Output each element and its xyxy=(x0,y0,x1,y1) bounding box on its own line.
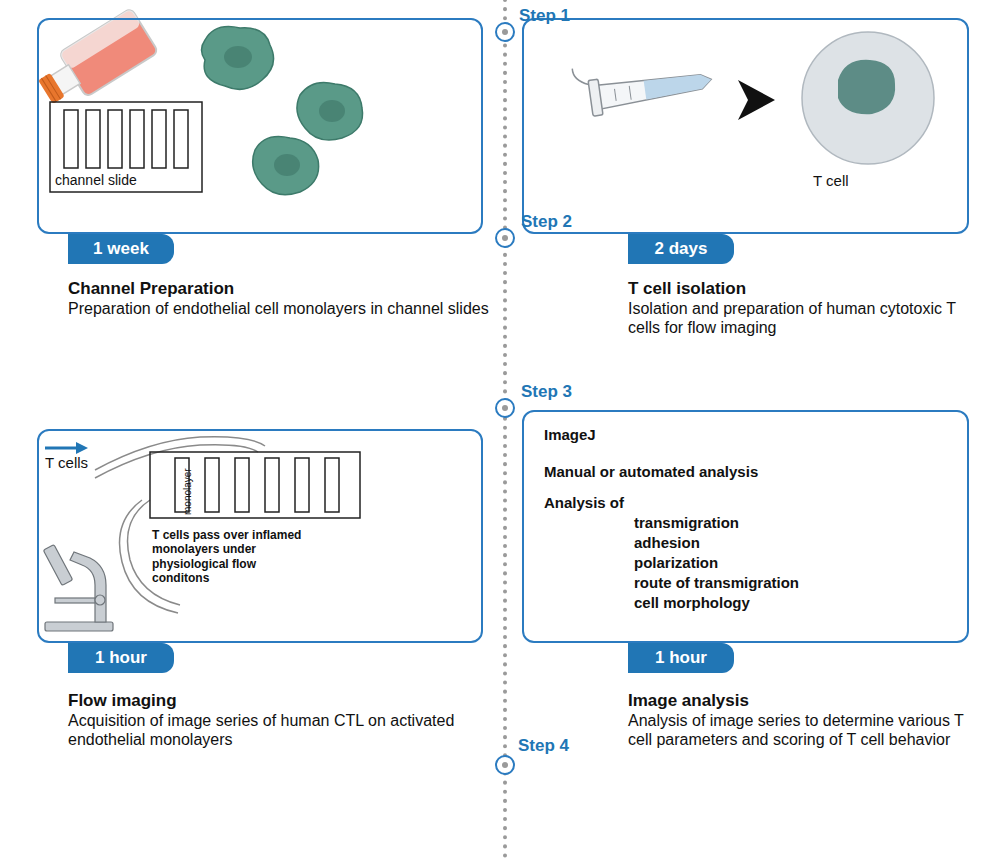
figure-label: monolayer xyxy=(182,468,194,515)
tubing xyxy=(95,437,265,613)
step-label: Step 4 xyxy=(518,736,598,756)
step-heading: T cell isolation xyxy=(628,279,968,299)
step-text: Analysis of image series to determine va… xyxy=(628,711,968,749)
tube xyxy=(572,50,714,118)
t-cell xyxy=(802,32,934,164)
channel-slide xyxy=(50,102,202,192)
step-circles xyxy=(496,23,514,774)
step-label: Step 3 xyxy=(521,382,601,402)
figure-label: T cells pass over inflamed monolayers un… xyxy=(152,528,302,586)
timeline xyxy=(503,0,507,859)
arrowhead xyxy=(738,80,775,120)
step-heading: Channel Preparation xyxy=(68,279,498,299)
duration-tab: 1 hour xyxy=(628,643,734,673)
flow-arrow xyxy=(45,442,88,454)
figure-label: T cell xyxy=(813,172,893,190)
step-text: Preparation of endothelial cell monolaye… xyxy=(68,299,498,318)
step-panel: T cell isolationIsolation and preparatio… xyxy=(522,18,969,234)
tab-text: 1 week xyxy=(93,239,149,258)
step-heading: Image analysis xyxy=(628,691,968,711)
step-text: transmigration xyxy=(634,514,954,532)
step-heading: Flow imaging xyxy=(68,691,498,711)
step-text: route of transmigration xyxy=(634,574,954,592)
tab-text: 1 hour xyxy=(95,648,147,667)
cell-nuclei xyxy=(224,46,345,176)
duration-tab: 1 hour xyxy=(68,643,174,673)
endothelial-cells xyxy=(202,27,363,195)
step-dots xyxy=(502,29,508,768)
step-text: Acquisition of image series of human CTL… xyxy=(68,711,498,749)
step-panel: Channel PreparationPreparation of endoth… xyxy=(37,18,483,234)
tab-text: 2 days xyxy=(655,239,708,258)
step-label: Step 2 xyxy=(521,212,601,232)
step-text: Analysis of xyxy=(544,494,944,512)
channel-slide xyxy=(150,452,360,518)
nucleus xyxy=(838,60,895,114)
culture-flask xyxy=(32,8,159,114)
step-text: Isolation and preparation of human cytot… xyxy=(628,299,968,337)
step-text: polarization xyxy=(634,554,954,572)
tab-text: 1 hour xyxy=(655,648,707,667)
microscope xyxy=(43,545,113,631)
step-label: Step 1 xyxy=(519,6,599,26)
step-text: cell morphology xyxy=(634,594,954,612)
figure-label: T cells xyxy=(45,454,115,472)
step-text: Manual or automated analysis xyxy=(544,463,944,481)
step-panel: ImageJ Manual or automated analysisAnalys… xyxy=(522,410,969,643)
duration-tab: 1 week xyxy=(68,234,174,264)
step-text: adhesion xyxy=(634,534,954,552)
step-heading: ImageJ xyxy=(544,426,944,444)
figure-label: channel slide xyxy=(55,172,195,189)
duration-tab: 2 days xyxy=(628,234,734,264)
